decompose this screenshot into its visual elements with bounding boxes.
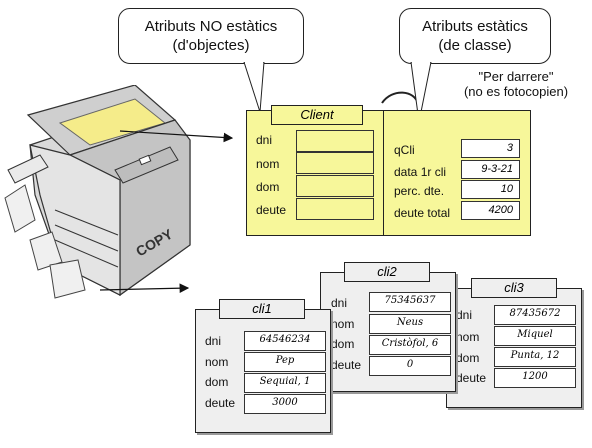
static-attr-label: qCli — [394, 143, 415, 157]
object-attr-label: deute — [456, 371, 487, 385]
arrow-to-class — [119, 130, 234, 143]
object-attr-label: deute — [331, 358, 362, 372]
static-attr-label: deute total — [394, 206, 451, 220]
object-attr-value: Cristòfol, 6 — [369, 335, 451, 355]
callout-tail-left — [243, 62, 265, 113]
object-attr-value: 87435672 — [494, 305, 576, 325]
static-attr-value: 9-3-21 — [461, 160, 520, 179]
static-attr-label: perc. dte. — [394, 184, 445, 198]
class-attr-label: deute — [256, 203, 287, 217]
object-attr-label: dom — [205, 375, 229, 389]
object-name-tab: cli2 — [344, 262, 430, 282]
object-attr-label: dom — [331, 337, 355, 351]
callout-tail-right — [410, 62, 432, 123]
object-attr-value: Sequial, 1 — [244, 373, 326, 393]
object-attr-value: Punta, 12 — [494, 347, 576, 367]
object-attr-value: Neus — [369, 314, 451, 334]
callout-static: Atributs estàtics (de classe) — [399, 8, 551, 64]
object-attr-value: Miquel — [494, 326, 576, 346]
class-attr-slot — [296, 198, 374, 220]
object-attr-label: dom — [456, 351, 480, 365]
object-attr-label: nom — [205, 355, 229, 369]
object-name-tab: cli1 — [219, 299, 305, 319]
object-attr-label: nom — [456, 330, 480, 344]
object-attr-value: 3000 — [244, 394, 326, 414]
object-attr-value: 75345637 — [369, 292, 451, 312]
object-name-tab: cli3 — [471, 278, 557, 298]
flying-papers-icon — [4, 184, 86, 299]
object-attr-value: Pep — [244, 352, 326, 372]
static-attr-value: 4200 — [461, 201, 520, 220]
class-name-tab: Client — [271, 105, 363, 125]
object-attr-value: 64546234 — [244, 331, 326, 351]
class-attr-label: nom — [256, 157, 280, 171]
object-attr-label: deute — [205, 396, 236, 410]
static-attr-value: 3 — [461, 139, 520, 158]
class-attr-label: dni — [256, 133, 273, 147]
class-attr-slot — [296, 175, 374, 197]
static-attr-label: data 1r cli — [394, 165, 447, 179]
object-attr-value: 1200 — [494, 368, 576, 388]
class-attr-label: dom — [256, 180, 280, 194]
behind-note: "Per darrere" (no es fotocopien) — [463, 69, 569, 99]
class-attr-slot — [296, 152, 374, 174]
photocopier-icon: COPY — [7, 85, 191, 297]
callout-non-static: Atributs NO estàtics (d'objectes) — [118, 8, 304, 64]
object-attr-label: dni — [331, 296, 348, 310]
object-attr-label: dni — [205, 334, 222, 348]
object-attr-label: nom — [331, 317, 355, 331]
static-attr-value: 10 — [461, 180, 520, 199]
class-attr-slot — [296, 130, 374, 152]
arrow-to-objects — [99, 283, 190, 293]
object-attr-label: dni — [456, 308, 473, 322]
object-attr-value: 0 — [369, 356, 451, 376]
